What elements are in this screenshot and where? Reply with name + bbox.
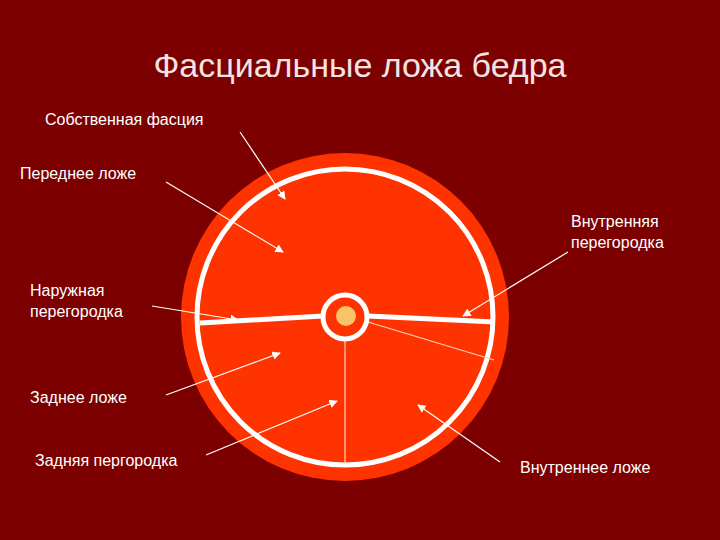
leader-line	[463, 252, 568, 316]
part-label: Переднее ложе	[20, 164, 180, 185]
medial-thin-septum	[368, 322, 494, 360]
leader-line	[152, 306, 238, 320]
part-label: Собственная фасция	[45, 110, 245, 131]
leader-line	[418, 405, 500, 462]
thigh-disc	[181, 153, 509, 481]
fascia-ring	[197, 169, 493, 465]
part-label: Заднее ложе	[30, 388, 180, 409]
bone	[336, 306, 356, 326]
leader-line	[240, 132, 285, 199]
bone-ring	[323, 295, 367, 339]
part-label: Внутреннее ложе	[520, 458, 700, 479]
leader-line	[166, 353, 280, 395]
slide-title: Фасциальные ложа бедра	[0, 46, 720, 85]
part-label: Внутренняя перегородка	[571, 212, 696, 254]
medial-septum	[368, 316, 495, 322]
leader-line	[206, 401, 337, 455]
leader-line	[166, 182, 283, 252]
part-label: Задняя пергородка	[35, 451, 210, 472]
part-label: Наружная перегородка	[30, 281, 155, 323]
posterior-septum	[344, 340, 345, 464]
